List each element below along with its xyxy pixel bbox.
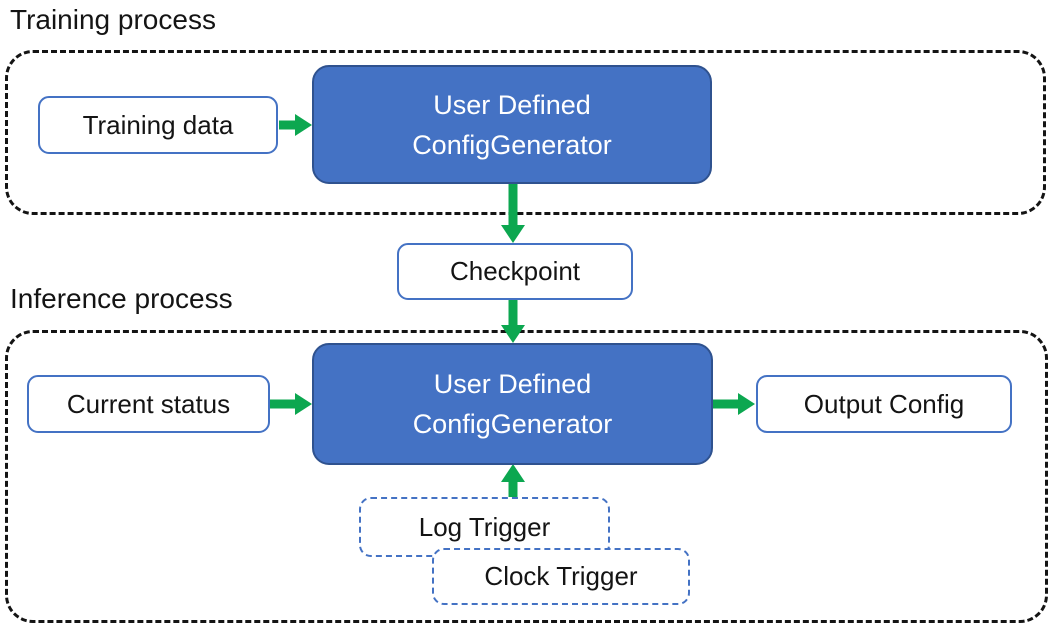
inference-section-title: Inference process [10, 283, 233, 314]
arrow-training-data-to-generator [279, 114, 312, 136]
training-config-generator-box: User Defined ConfigGenerator [312, 65, 712, 184]
inference-config-generator-box: User Defined ConfigGenerator [312, 343, 713, 465]
arrow-checkpoint-to-inference-generator [501, 300, 525, 343]
clock-trigger-box: Clock Trigger [432, 548, 690, 605]
current-status-box: Current status [27, 375, 270, 433]
arrow-generator-to-checkpoint [501, 184, 525, 243]
training-process-container [5, 50, 1046, 215]
arrow-current-status-to-generator [270, 393, 312, 415]
arrow-shape [501, 464, 525, 498]
arrow-shape [270, 393, 312, 415]
inference-config-generator-line1: User Defined [433, 369, 592, 399]
inference-config-generator-line2: ConfigGenerator [412, 409, 613, 439]
arrow-shape [501, 184, 525, 243]
inference-process-container [5, 330, 1048, 623]
training-data-box: Training data [38, 96, 278, 154]
arrow-shape [713, 393, 755, 415]
arrow-trigger-to-generator [501, 464, 525, 498]
checkpoint-box: Checkpoint [397, 243, 633, 300]
log-trigger-box: Log Trigger [359, 497, 610, 557]
training-config-generator-line1: User Defined [433, 89, 591, 120]
output-config-box: Output Config [756, 375, 1012, 433]
training-config-generator-line2: ConfigGenerator [412, 129, 612, 160]
arrow-shape [501, 300, 525, 343]
arrow-generator-to-output-config [713, 393, 755, 415]
arrow-shape [279, 114, 312, 136]
training-section-title: Training process [10, 4, 216, 35]
